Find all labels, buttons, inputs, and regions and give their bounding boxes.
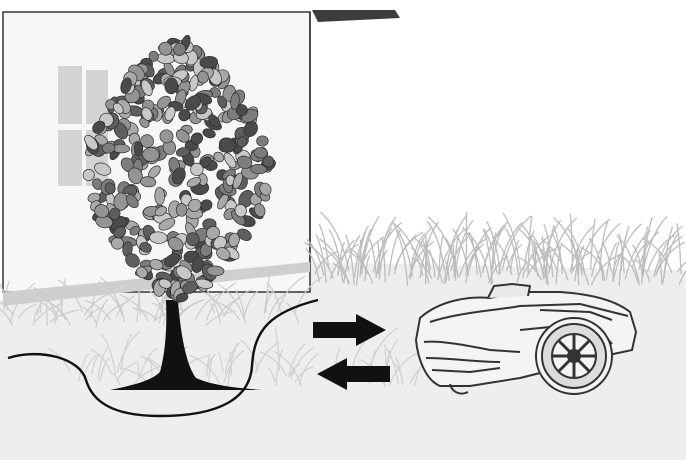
leaf-cluster — [207, 266, 225, 276]
grass-blade — [547, 249, 548, 284]
leaf-cluster — [257, 136, 269, 147]
leaf-cluster — [176, 203, 187, 216]
leaf-cluster — [154, 187, 164, 205]
leaf-cluster — [142, 147, 159, 161]
